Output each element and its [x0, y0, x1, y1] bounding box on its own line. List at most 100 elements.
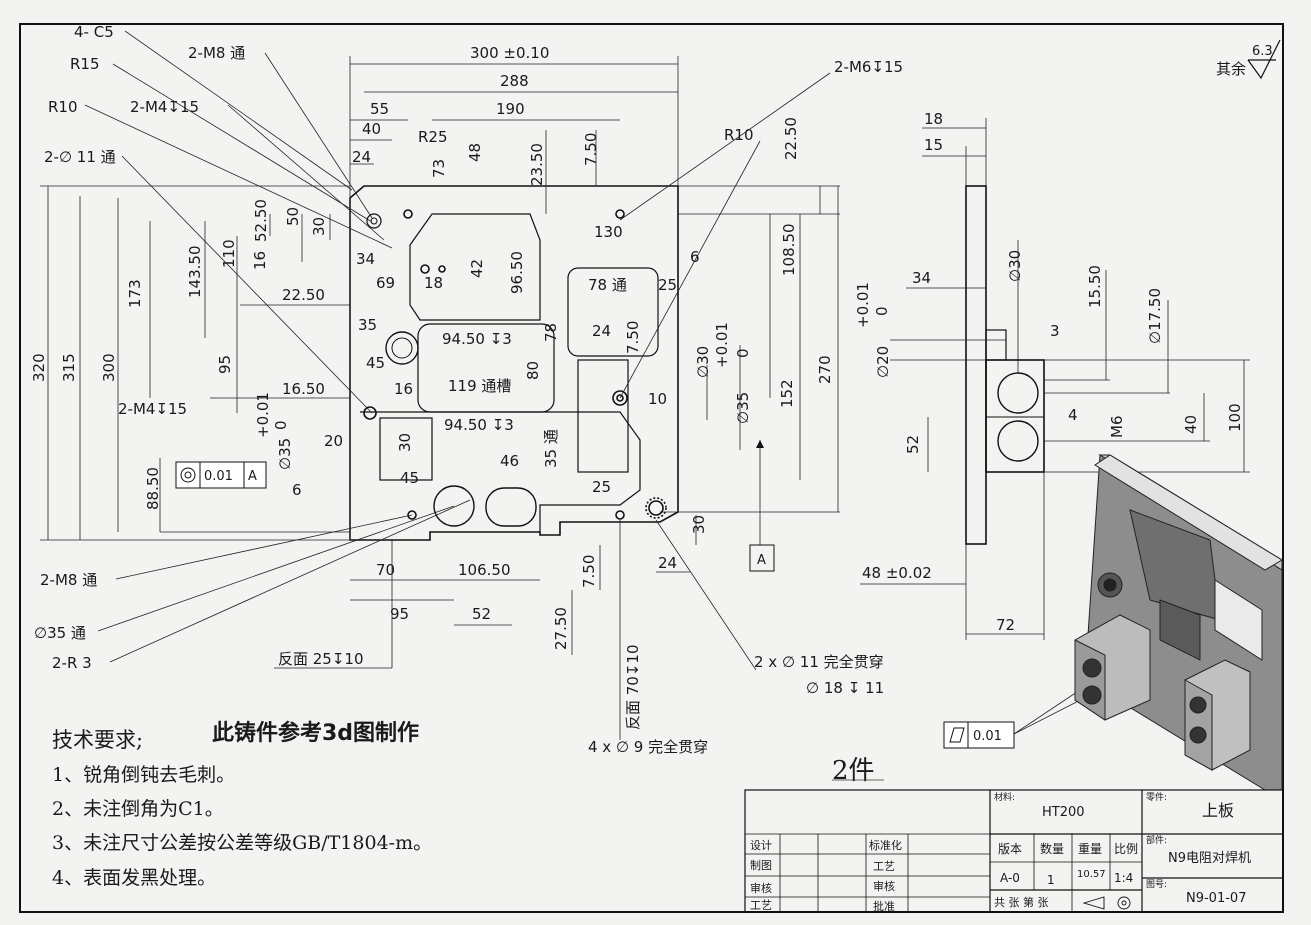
dim-label: 18: [424, 274, 443, 292]
dim-label: 52: [904, 435, 922, 454]
dim-label: 0: [873, 306, 891, 316]
tech-item-3: 3、未注尺寸公差按公差等级GB/T1804-m。: [52, 832, 432, 854]
dim-label: 143.50: [186, 246, 204, 299]
dim-label: 315: [60, 353, 78, 382]
dim-label: 2-R 3: [52, 654, 92, 672]
dim-label: 45: [366, 354, 385, 372]
side-dim-lines: [860, 118, 1250, 735]
dim-label: 4 x ∅ 9 完全贯穿: [588, 738, 708, 756]
dim-label: 190: [496, 100, 525, 118]
role-design: 设计: [750, 839, 772, 852]
left-block: [379, 417, 433, 481]
dim-label: 300 ±0.10: [470, 44, 549, 62]
dim-label: R10: [724, 126, 754, 144]
dim-label: M6: [1108, 416, 1126, 439]
dim-label: ∅30: [694, 346, 712, 378]
dim-label: 23.50: [528, 143, 546, 186]
dim-label: 24: [352, 148, 371, 166]
dim-label: 18: [924, 110, 943, 128]
drawing-frame: [19, 23, 1284, 913]
dim-label: 25: [592, 478, 611, 496]
dim-label: 48: [466, 143, 484, 162]
dim-label: 0: [734, 348, 752, 358]
dim-label: 46: [500, 452, 519, 470]
val-version: A-0: [1000, 871, 1020, 885]
dim-label: 15.50: [1086, 265, 1104, 308]
dim-label: 30: [310, 217, 328, 236]
dim-label: ∅ 18 ↧ 11: [806, 679, 884, 697]
role-process: 工艺: [750, 899, 772, 912]
val-scale: 1:4: [1114, 871, 1133, 885]
right-block: [577, 359, 629, 473]
coaxial-tol: 0.01: [204, 469, 233, 484]
dim-label: 72: [996, 616, 1015, 634]
roughness-symbol: 其余 6.3: [1216, 39, 1281, 80]
part-label: 零件:: [1146, 791, 1167, 803]
dim-label: 6: [690, 248, 700, 266]
hole-11: [648, 500, 664, 516]
flatness-tol: 0.01: [973, 729, 1002, 744]
dim-label: 78: [542, 323, 560, 342]
dim-label: 25: [658, 276, 677, 294]
dim-label: 94.50 ↧3: [444, 416, 514, 434]
dim-label: 288: [500, 72, 529, 90]
dim-label: 152: [778, 379, 796, 408]
part-name: 上板: [1202, 801, 1234, 820]
material-label: 材料:: [994, 791, 1015, 803]
side-boss: [985, 359, 1045, 473]
dim-label: 34: [912, 269, 931, 287]
material-value: HT200: [1042, 805, 1085, 820]
dim-label: 70: [376, 561, 395, 579]
dim-label: 22.50: [282, 286, 325, 304]
concentricity-icon: [180, 467, 196, 483]
dim-label: 2-M8 通: [188, 44, 245, 62]
dim-label: 45: [400, 469, 419, 487]
tech-item-1: 1、锐角倒钝去毛刺。: [52, 764, 235, 786]
sheet-count: 共 张 第 张: [994, 895, 1049, 909]
dim-label: 80: [524, 361, 542, 380]
front-dim-lines: [40, 56, 840, 740]
dim-label: 16.50: [282, 380, 325, 398]
front-view: [349, 185, 679, 541]
role-approve: 批准: [873, 899, 895, 913]
roughness-label: 其余: [1216, 60, 1246, 78]
role-process-2: 工艺: [873, 860, 895, 873]
dim-label: 4: [1068, 406, 1078, 424]
dim-label: 270: [816, 355, 834, 384]
dim-label: ∅35: [734, 392, 752, 424]
dim-label: R25: [418, 128, 448, 146]
dim-label: 2-M8 通: [40, 571, 97, 589]
dim-label: 40: [1182, 415, 1200, 434]
dim-label: ∅20: [874, 346, 892, 378]
dim-label: 173: [126, 279, 144, 308]
dim-label: 35 通: [542, 429, 560, 468]
window-78: [567, 267, 659, 357]
dim-label: 96.50: [508, 251, 526, 294]
dim-label: ∅35 通: [34, 624, 86, 642]
datum-a: A: [749, 440, 775, 572]
dim-label: 3: [1050, 322, 1060, 340]
dim-label: 16: [394, 380, 413, 398]
dim-label: 108.50: [780, 224, 798, 277]
dim-label: 22.50: [782, 117, 800, 160]
dim-label: 15: [924, 136, 943, 154]
flatness-frame: 0.01: [943, 721, 1015, 749]
dim-label: 20: [324, 432, 343, 450]
tech-item-2: 2、未注倒角为C1。: [52, 798, 224, 820]
dim-label: 16: [251, 251, 269, 270]
assembly-name: N9电阻对焊机: [1168, 850, 1251, 866]
dim-label: 2-M4↧15: [130, 98, 199, 116]
title-block-texts: 材料: HT200 零件: 上板 部件: N9电阻对焊机 图号: N9-01-0…: [750, 791, 1251, 913]
lower-pocket: [360, 411, 641, 532]
dim-label: 40: [362, 120, 381, 138]
dim-label: 反面 70↧10: [624, 644, 642, 730]
dim-label: 30: [690, 515, 708, 534]
dim-label: 78 通: [588, 276, 627, 294]
roughness-value: 6.3: [1252, 44, 1273, 59]
tech-requirements: 技术要求; 1、锐角倒钝去毛刺。 2、未注倒角为C1。 3、未注尺寸公差按公差等…: [52, 728, 432, 889]
dim-label: 42: [468, 259, 486, 278]
hole-35: [385, 331, 419, 365]
dim-label: 0: [272, 420, 290, 430]
dim-label: 27.50: [552, 607, 570, 650]
